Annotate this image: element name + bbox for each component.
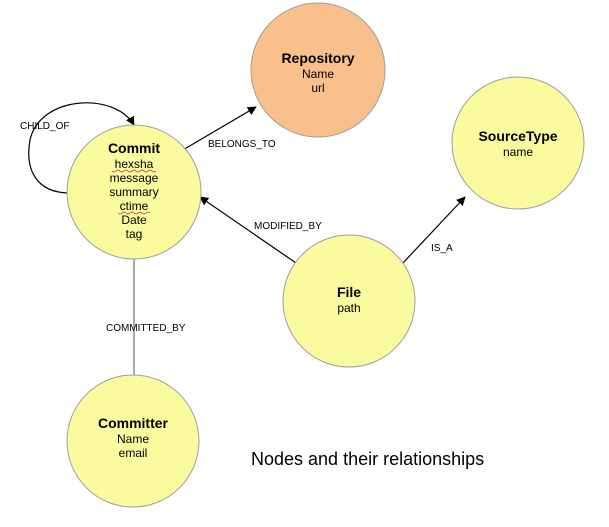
sourcetype-attr-name: name [503,145,533,159]
file-node-circle [282,234,416,368]
edge-label-is-a: IS_A [431,243,453,254]
edge-label-modified-by: MODIFIED_BY [254,221,322,232]
commit-attr-ctime: ctime [120,199,149,213]
committer-node[interactable]: Committer Name email [66,374,200,508]
committer-attr-name: Name [117,432,149,446]
diagram-caption: Nodes and their relationships [251,449,484,469]
sourcetype-node-circle [451,76,585,210]
edge-label-belongs-to: BELONGS_TO [208,139,276,150]
file-attr-path: path [337,301,360,315]
commit-node[interactable]: Commit hexsha message summary ctime Date… [66,124,202,260]
repository-node[interactable]: Repository Name url [250,2,386,138]
edge-label-committed-by: COMMITTED_BY [106,323,186,334]
commit-attr-date: Date [121,213,147,227]
repository-node-circle [250,2,386,138]
hexsha-spellcheck-underline [111,169,157,173]
committer-node-circle [66,374,200,508]
commit-attr-summary: summary [109,185,158,199]
edge-modified-by [199,196,297,264]
commit-attr-hexsha: hexsha [115,157,154,171]
ctime-spellcheck-underline [117,211,151,215]
edge-is-a [401,196,466,265]
repository-attr-url: url [311,81,324,95]
committer-attr-email: email [119,446,148,460]
commit-node-title: Commit [108,140,160,156]
commit-node-circle [66,124,202,260]
repository-attr-name: Name [302,67,334,81]
edge-label-child-of: CHILD_OF [20,121,69,132]
commit-attr-message: message [110,171,159,185]
sourcetype-node-title: SourceType [478,128,557,144]
edge-child-of [28,102,135,194]
committer-node-title: Committer [98,415,169,431]
edge-belongs-to [175,106,257,155]
repository-node-title: Repository [281,50,354,66]
file-node-title: File [337,284,361,300]
commit-attr-tag: tag [126,227,143,241]
sourcetype-node[interactable]: SourceType name [451,76,585,210]
file-node[interactable]: File path [282,234,416,368]
